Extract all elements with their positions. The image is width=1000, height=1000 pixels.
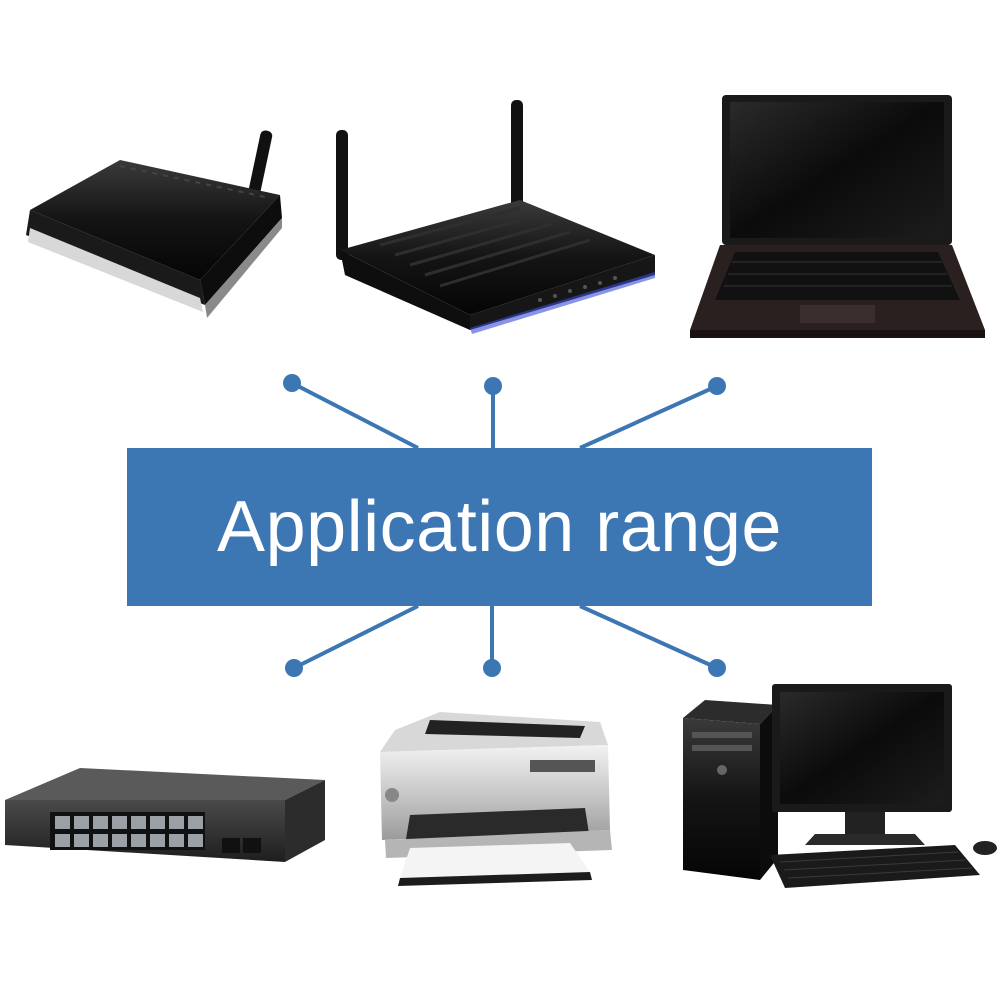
connector-dot (283, 374, 301, 392)
desktop-computer-icon (683, 684, 997, 888)
connector-dot (483, 659, 501, 677)
connector-top-left (291, 381, 419, 450)
connector-dot (708, 659, 726, 677)
connector-dot (484, 377, 502, 395)
modem-router-icon (26, 130, 282, 318)
application-range-banner: Application range (127, 448, 872, 606)
connector-lines (283, 374, 726, 677)
connector-top-right (579, 384, 718, 450)
wifi-router-icon (336, 100, 655, 334)
laptop-icon (690, 95, 985, 338)
switch-icon (5, 768, 325, 862)
connector-bottom-left (293, 604, 419, 670)
connector-dot (708, 377, 726, 395)
printer-icon (380, 712, 612, 886)
banner-background (127, 448, 872, 606)
connector-dot (285, 659, 303, 677)
banner-title: Application range (217, 487, 782, 567)
connector-bottom-right (579, 604, 718, 670)
